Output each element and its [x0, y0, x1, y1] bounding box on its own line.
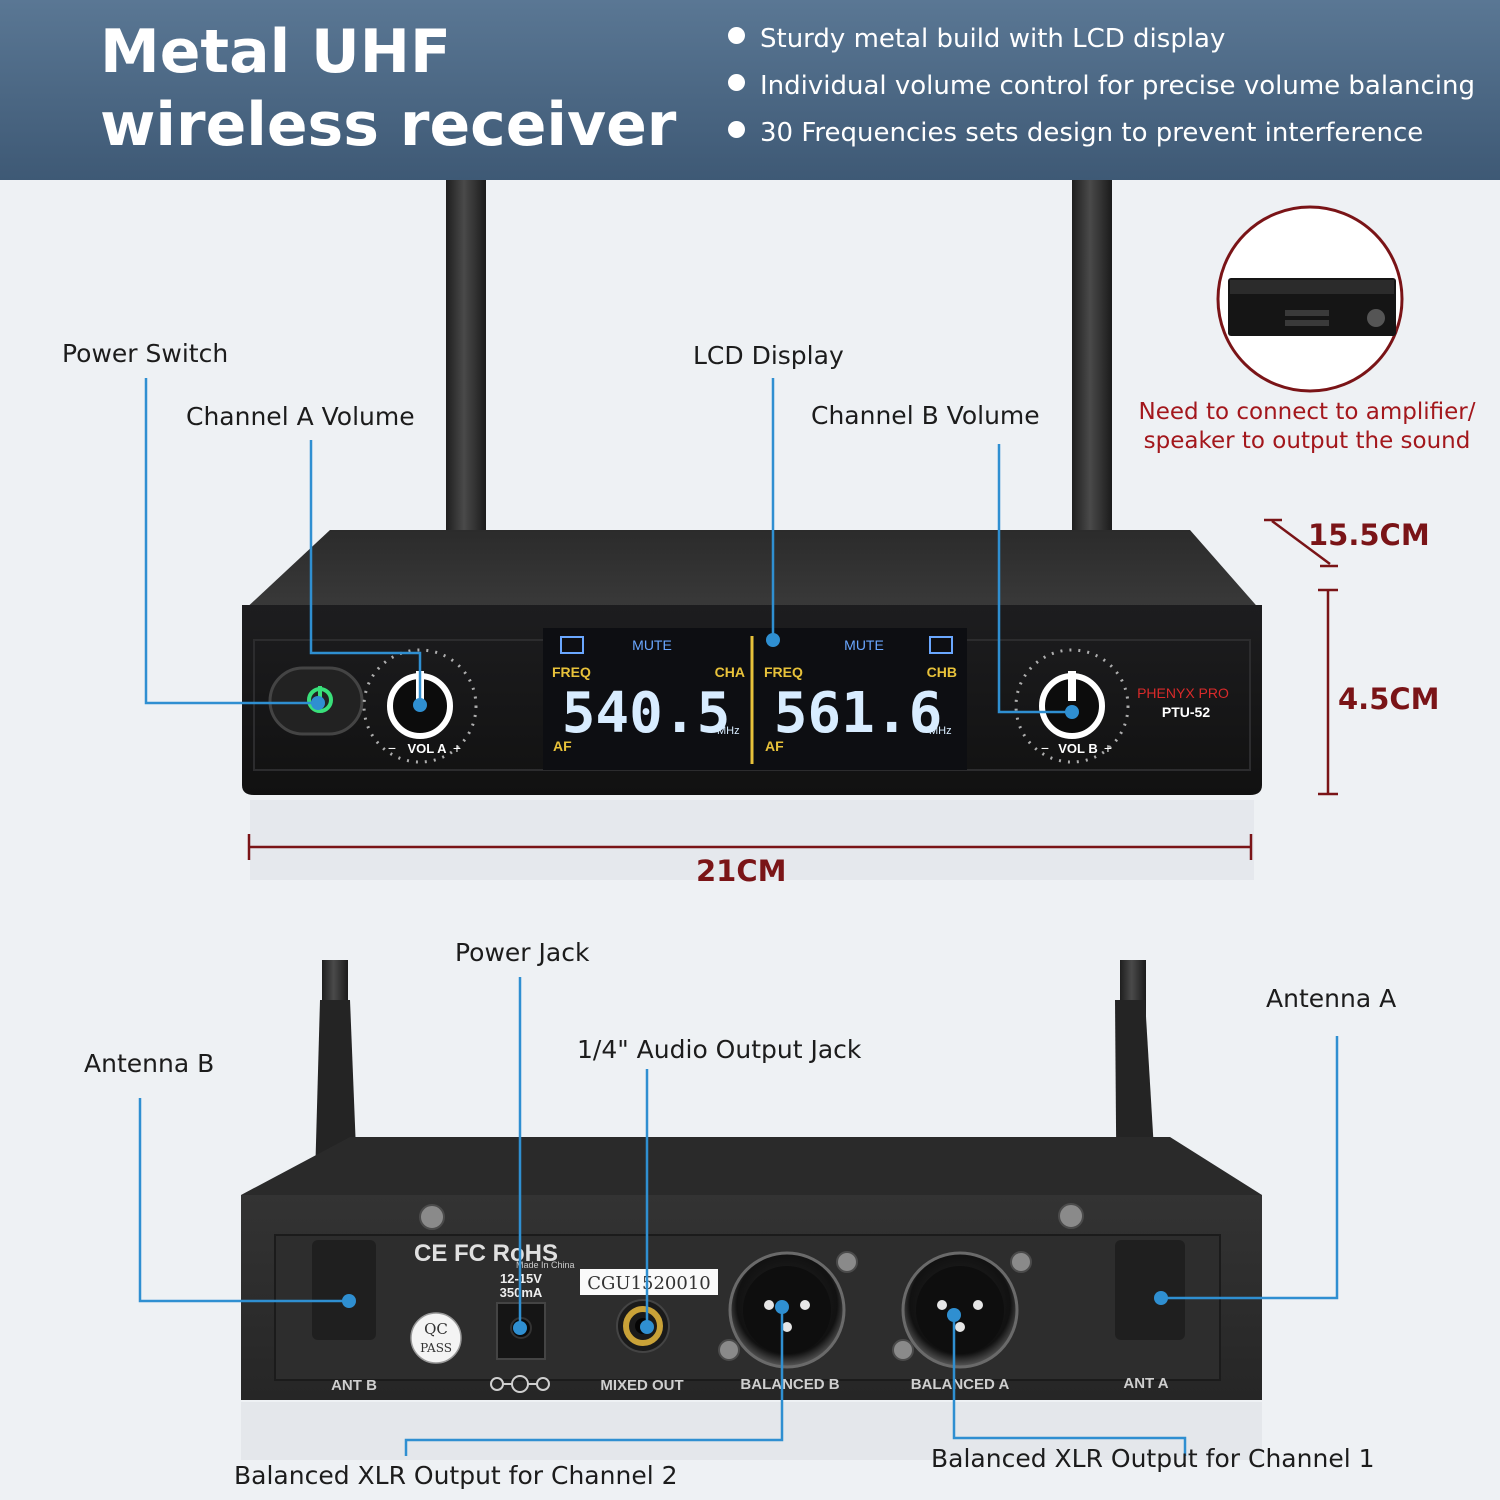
lcd-display	[543, 628, 967, 770]
qc-pass-sticker	[410, 1312, 462, 1364]
qc-label: QC	[424, 1320, 448, 1338]
title-line-1: Metal UHF	[100, 17, 451, 87]
svg-text:+: +	[1104, 740, 1112, 756]
feature-item: Sturdy metal build with LCD display	[728, 26, 1225, 52]
reflection	[241, 1402, 1262, 1460]
balanced-a-label: BALANCED A	[911, 1376, 1010, 1393]
receiver-rear-top	[241, 1137, 1262, 1195]
dimension-depth: 15.5CM	[1308, 518, 1430, 552]
receiver-top	[242, 530, 1262, 612]
callout-channel-b-volume: Channel B Volume	[811, 401, 1040, 430]
ant-b-label: ANT B	[331, 1377, 377, 1394]
callout-power-switch: Power Switch	[62, 339, 229, 368]
callout-channel-a-volume: Channel A Volume	[186, 402, 415, 431]
bullet-icon	[728, 121, 745, 138]
vol-b-label: VOL B	[1058, 741, 1098, 756]
callout-xlr-channel-1: Balanced XLR Output for Channel 1	[931, 1444, 1375, 1473]
callout-power-jack: Power Jack	[455, 938, 590, 967]
title-line-2: wireless receiver	[100, 90, 677, 160]
brand-label: PHENYX PRO	[1137, 685, 1229, 701]
antenna-right	[1072, 180, 1112, 540]
amplifier-note-line-2: speaker to output the sound	[1143, 428, 1471, 454]
lcd-af-b: AF	[765, 738, 784, 754]
bullet-icon	[728, 74, 745, 91]
lcd-chb: CHB	[927, 664, 957, 680]
lcd-freq-value-a: 540.5	[562, 681, 731, 746]
model-label: PTU-52	[1162, 704, 1210, 720]
dimension-height: 4.5CM	[1338, 682, 1440, 716]
lcd-freq-value-b: 561.6	[774, 681, 943, 746]
feature-item: 30 Frequencies sets design to prevent in…	[728, 120, 1423, 146]
reflection	[250, 800, 1254, 880]
qc-pass-label: PASS	[420, 1341, 452, 1355]
lcd-unit-a: MHz	[717, 725, 740, 737]
bullet-icon	[728, 27, 745, 44]
callout-antenna-b: Antenna B	[84, 1049, 215, 1078]
ant-a-label: ANT A	[1123, 1375, 1168, 1392]
serial-sticker	[580, 1269, 718, 1295]
lcd-unit-b: MHz	[929, 725, 952, 737]
balanced-b-label: BALANCED B	[740, 1376, 839, 1393]
lcd-freq-a: FREQ	[552, 664, 591, 680]
header-banner: Metal UHF wireless receiver Sturdy metal…	[0, 0, 1500, 180]
amplifier-note-line-1: Need to connect to amplifier/	[1138, 399, 1476, 425]
made-in-label: Made In China	[516, 1260, 575, 1270]
ant-a-icon	[560, 636, 584, 654]
serial-number: CGU1520010	[587, 1273, 711, 1294]
lcd-mute-b: MUTE	[844, 637, 884, 653]
feature-item: Individual volume control for precise vo…	[728, 73, 1475, 99]
cert-logos: CE FC RoHS	[414, 1240, 558, 1267]
svg-text:+: +	[453, 740, 461, 756]
lcd-cha: CHA	[715, 664, 745, 680]
mixed-out-label: MIXED OUT	[600, 1377, 683, 1394]
lcd-af-a: AF	[553, 738, 572, 754]
current-label: 350mA	[500, 1285, 543, 1300]
lcd-mute-a: MUTE	[632, 637, 672, 653]
antenna-left	[446, 180, 486, 540]
amplifier-note: Need to connect to amplifier/ speaker to…	[1128, 398, 1486, 456]
svg-text:−: −	[1041, 740, 1049, 756]
lcd-freq-b: FREQ	[764, 664, 803, 680]
vol-a-label: VOL A	[407, 741, 447, 756]
callout-audio-output-jack: 1/4" Audio Output Jack	[577, 1035, 862, 1064]
dimension-width: 21CM	[696, 854, 787, 888]
svg-text:−: −	[388, 740, 396, 756]
dc-polarity-icon	[490, 1375, 550, 1393]
callout-xlr-channel-2: Balanced XLR Output for Channel 2	[234, 1461, 678, 1490]
callout-antenna-a: Antenna A	[1266, 984, 1397, 1013]
ant-b-icon	[929, 636, 953, 654]
callout-lcd-display: LCD Display	[693, 341, 844, 370]
